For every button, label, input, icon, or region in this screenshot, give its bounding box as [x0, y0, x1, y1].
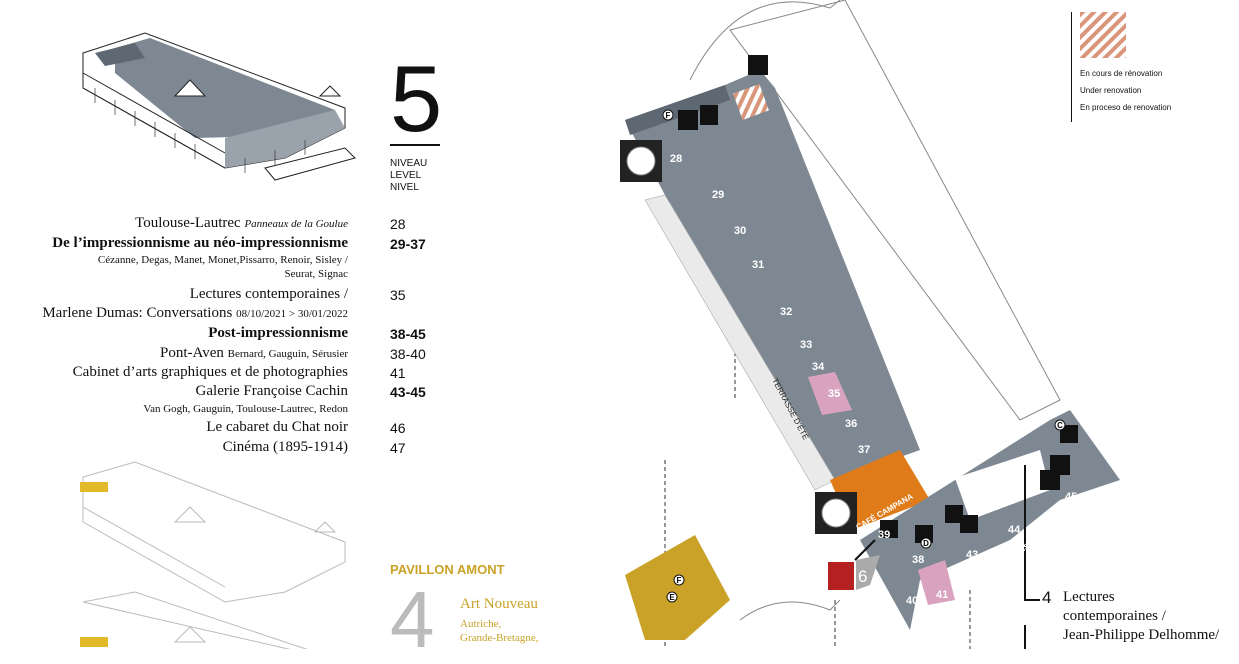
room-range: 35 — [390, 287, 406, 303]
list-item-post-impressionnisme: Post-impressionnisme — [208, 325, 348, 341]
exit-arrow-icon — [1024, 465, 1040, 601]
building-illustration-lower — [80, 461, 346, 649]
room-33-label: 33 — [800, 339, 812, 351]
room-range: 38-40 — [390, 346, 426, 362]
room-range: 29-37 — [390, 236, 426, 252]
entrance-letter-f: F — [666, 111, 671, 120]
room-39-label: 39 — [878, 529, 890, 541]
terrace — [644, 194, 836, 491]
list-item-galerie-cachin: Galerie Françoise Cachin — [195, 383, 348, 399]
room-38-label: 38 — [912, 554, 924, 566]
list-item-sub: Cézanne, Degas, Manet, Monet,Pissarro, R… — [97, 254, 348, 266]
room-range: 43-45 — [390, 384, 426, 400]
renovation-area — [733, 84, 769, 120]
wc-icon — [828, 562, 854, 590]
list-item-sub: Van Gogh, Gauguin, Toulouse-Lautrec, Red… — [143, 403, 348, 415]
room-37-label: 37 — [858, 444, 870, 456]
list-item-sub: Seurat, Signac — [284, 268, 348, 280]
room-30-label: 30 — [734, 225, 746, 237]
room-labels: 28 29 30 31 32 33 34 35 36 37 38 39 40 4… — [670, 153, 1110, 607]
room-29-label: 29 — [712, 189, 724, 201]
pavillon-title: PAVILLON AMONT — [390, 562, 505, 577]
room-range: 41 — [390, 365, 406, 381]
room-43-label: 43 — [966, 549, 978, 561]
room-40-label: 40 — [906, 595, 918, 607]
gallery-wing — [625, 70, 920, 480]
pavillon-section: Art Nouveau — [460, 596, 538, 612]
room-47-label: 47 — [1098, 491, 1110, 503]
arrow-icon — [854, 539, 876, 561]
room-44-label: 44 — [1008, 524, 1021, 536]
level-underline — [390, 144, 440, 146]
entrance-letter-d: D — [923, 539, 929, 548]
room-range: 28 — [390, 216, 406, 232]
room-35-label: 35 — [828, 388, 840, 400]
entrance-letter-c: C — [1057, 421, 1063, 430]
room-41-label: 41 — [936, 589, 948, 601]
list-item-pont-aven: Pont-Aven Bernard, Gauguin, Sérusier — [160, 345, 348, 361]
pavillon-amont-block — [625, 535, 730, 640]
room-35-temporary — [808, 372, 852, 415]
exit-note: Lectures contemporaines / Jean-Philippe … — [1063, 589, 1220, 643]
room-34-label: 34 — [812, 361, 825, 373]
level-labels: NIVEAU LEVEL NIVEL — [390, 158, 428, 193]
entrance-letter-e: E — [669, 593, 675, 602]
room-32-label: 32 — [780, 306, 792, 318]
room-36-label: 36 — [845, 418, 857, 430]
room-46-label: 46 — [1082, 491, 1094, 503]
room-42-label: 42 — [956, 581, 968, 593]
entrance-letter-f: F — [677, 576, 682, 585]
room-range: 38-45 — [390, 326, 426, 342]
list-item-lectures: Lectures contemporaines / — [189, 286, 348, 302]
list-item-chat-noir: Le cabaret du Chat noir — [206, 419, 348, 435]
list-item-toulouse-lautrec: Toulouse-Lautrec Panneaux de la Goulue — [135, 215, 348, 231]
legend-text: En cours de rénovation Under renovation … — [1080, 69, 1172, 112]
level-6-marker: 6 — [858, 567, 867, 586]
floor-map: 28 29 30 31 32 33 34 35 36 37 38 39 40 4… — [620, 0, 1120, 649]
list-item-impressionnisme: De l’impressionnisme au néo-impressionni… — [52, 235, 348, 251]
level-4-marker: 4 — [1042, 588, 1051, 607]
room-41-temporary — [918, 560, 955, 605]
level-number: 5 — [390, 46, 443, 151]
list-item-marlene-dumas: Marlene Dumas: Conversations 08/10/2021 … — [42, 305, 348, 321]
legend-rule — [1071, 12, 1072, 122]
room-range: 47 — [390, 440, 406, 456]
room-31-label: 31 — [752, 259, 764, 271]
list-item-cabinet: Cabinet d’arts graphiques et de photogra… — [72, 364, 348, 380]
renovation-swatch — [1080, 12, 1126, 58]
room-range: 46 — [390, 420, 406, 436]
building-illustration-level5 — [82, 32, 356, 181]
pavillon-sub: Autriche, Grande-Bretagne, — [460, 618, 539, 644]
room-28-label: 28 — [670, 153, 682, 165]
room-45-label: 45 — [1065, 491, 1077, 503]
list-item-cinema: Cinéma (1895-1914) — [222, 439, 348, 455]
pavillon-level-number: 4 — [390, 575, 435, 664]
